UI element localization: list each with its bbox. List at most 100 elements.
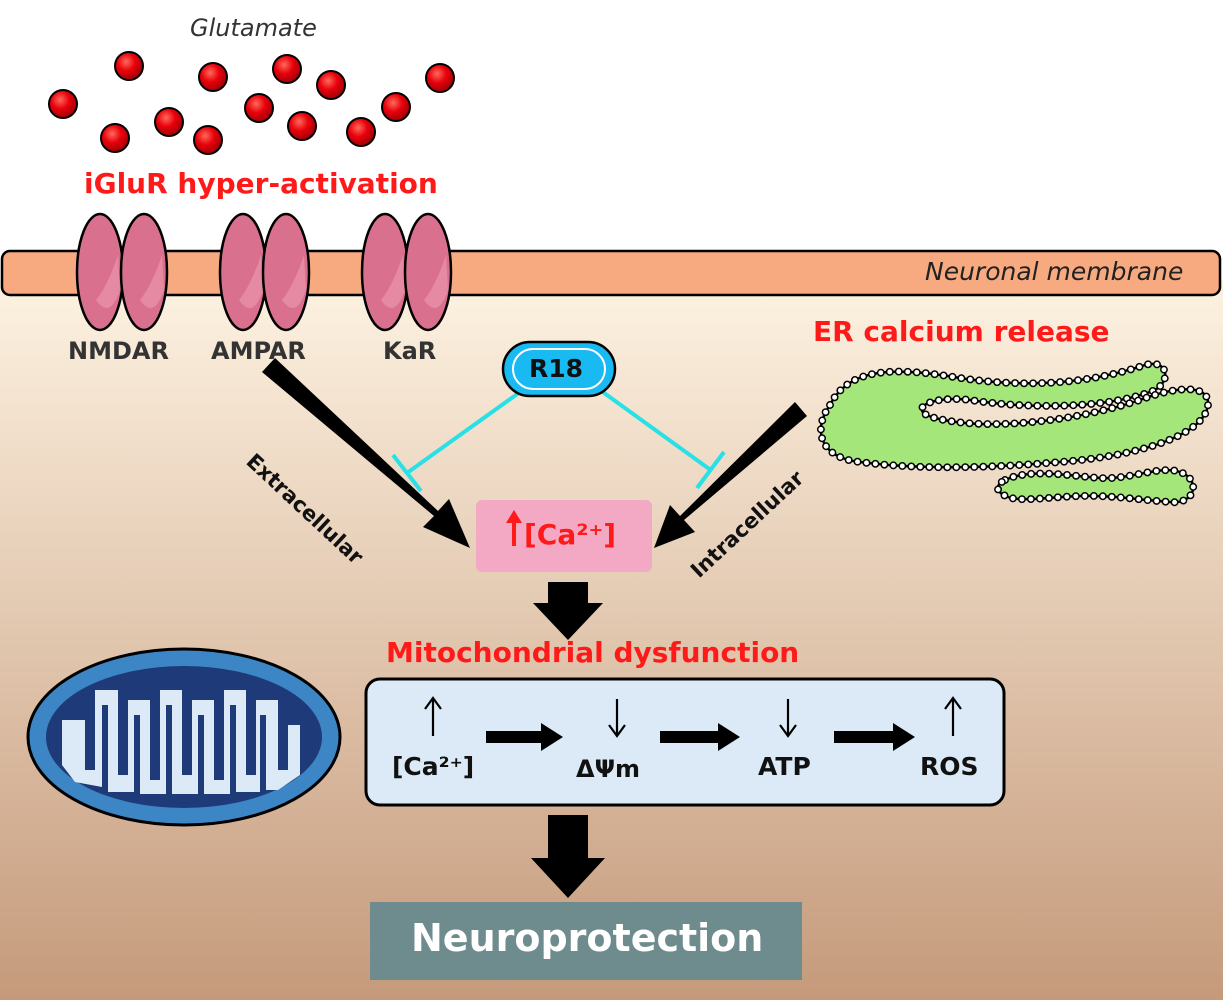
glutamate-molecule xyxy=(198,62,228,92)
ribosome xyxy=(1178,469,1187,478)
ribosome xyxy=(1087,399,1096,408)
ribosome xyxy=(926,398,934,407)
ribosome xyxy=(1170,466,1179,475)
ribosome xyxy=(934,463,943,472)
ribosome xyxy=(1113,450,1122,459)
ribosome xyxy=(818,434,827,443)
ribosome xyxy=(1074,376,1082,385)
ribosome xyxy=(1185,474,1194,483)
step-arrows xyxy=(486,723,915,751)
ribosome xyxy=(816,425,825,434)
ribosome xyxy=(1122,448,1131,457)
ribosome xyxy=(1179,496,1188,505)
mito-step-membrane-potential: ΔΨm xyxy=(576,755,640,783)
ribosome xyxy=(822,442,831,451)
neuroprotection-box xyxy=(370,902,802,980)
step-up-arrow-icon xyxy=(424,696,442,736)
ribosome xyxy=(957,374,966,383)
ribosome xyxy=(1044,493,1053,502)
ribosome xyxy=(1015,461,1024,469)
mito-step-ros: ROS xyxy=(920,752,979,781)
ribosome xyxy=(1051,458,1060,467)
ribosome xyxy=(1026,495,1035,504)
ribosome xyxy=(1024,460,1033,469)
ribosome xyxy=(1027,469,1036,478)
ribosome xyxy=(956,418,965,427)
r18-label: R18 xyxy=(529,354,584,383)
ribosome xyxy=(1095,453,1104,462)
er-label: ER calcium release xyxy=(813,315,1110,348)
receptor-label-nmdar: NMDAR xyxy=(68,337,169,365)
ribosome xyxy=(1017,495,1026,504)
ribosome xyxy=(1024,401,1033,410)
ribosome xyxy=(1134,495,1143,504)
step-up-arrow-icon xyxy=(944,696,962,736)
ribosome xyxy=(1038,379,1047,388)
ribosome xyxy=(1160,365,1168,374)
ribosome xyxy=(1160,374,1169,383)
ribosome xyxy=(894,367,903,376)
ribosome xyxy=(966,375,975,384)
calcium-box xyxy=(476,500,652,572)
ribosome xyxy=(826,401,834,409)
ribosome xyxy=(943,463,952,472)
ribosome xyxy=(983,420,992,428)
glutamate-molecule xyxy=(287,111,317,141)
ribosome xyxy=(961,463,970,472)
ribosome xyxy=(1069,401,1078,410)
ribosome xyxy=(1055,414,1064,423)
ribosome xyxy=(1009,494,1017,503)
receptor-nmdar xyxy=(75,212,169,332)
ribosome xyxy=(965,419,974,428)
ribosome xyxy=(836,453,845,462)
receptor-label-kar: KaR xyxy=(383,337,437,365)
ribosome xyxy=(988,462,997,471)
glutamate-molecule xyxy=(381,92,411,122)
ribosome xyxy=(862,458,871,467)
ribosome xyxy=(979,397,988,406)
ribosome xyxy=(1118,367,1127,376)
receptor-label-ampar: AMPAR xyxy=(211,337,306,365)
intracellular-arrow xyxy=(654,402,807,548)
ribosome xyxy=(1100,371,1109,380)
ribosome xyxy=(925,463,934,472)
ribosome xyxy=(994,485,1003,494)
ribosome xyxy=(992,420,1001,428)
ribosome xyxy=(1125,494,1134,503)
down-arrow-to-outcome xyxy=(531,815,605,898)
mitochondrion-icon xyxy=(26,647,342,827)
ribosome xyxy=(1134,396,1143,405)
ribosome xyxy=(997,399,1006,408)
ribosome xyxy=(1104,452,1113,461)
step-down-arrow-icon xyxy=(608,699,626,738)
ribosome xyxy=(1116,401,1125,410)
glutamate-molecule xyxy=(100,123,130,153)
ribosome xyxy=(1036,469,1045,478)
ribosome xyxy=(1142,393,1151,402)
ribosome xyxy=(1152,467,1161,475)
ribosome xyxy=(1131,446,1140,455)
glutamate-molecule xyxy=(244,93,274,123)
ribosome xyxy=(918,403,927,412)
ribosome xyxy=(1081,410,1090,419)
calcium-up-arrow-icon xyxy=(506,510,522,546)
ribosome xyxy=(1078,455,1086,464)
ribosome xyxy=(1126,365,1135,374)
step-direction-arrows xyxy=(424,696,962,738)
mito-step-calcium: [Ca²⁺] xyxy=(392,752,475,781)
ribosome xyxy=(859,372,868,381)
ribosome xyxy=(1046,416,1055,424)
ribosome xyxy=(1015,401,1024,410)
ribosome xyxy=(916,462,925,471)
ribosome xyxy=(1157,439,1166,448)
ribosome xyxy=(952,463,961,472)
ribosome xyxy=(1002,378,1011,387)
ribosome xyxy=(880,460,889,469)
ribosome xyxy=(836,386,845,395)
ribosome xyxy=(818,416,827,425)
ribosome xyxy=(907,462,916,471)
ribosome xyxy=(1001,419,1010,428)
ribosome xyxy=(1156,382,1165,390)
ribosome xyxy=(1201,409,1210,418)
